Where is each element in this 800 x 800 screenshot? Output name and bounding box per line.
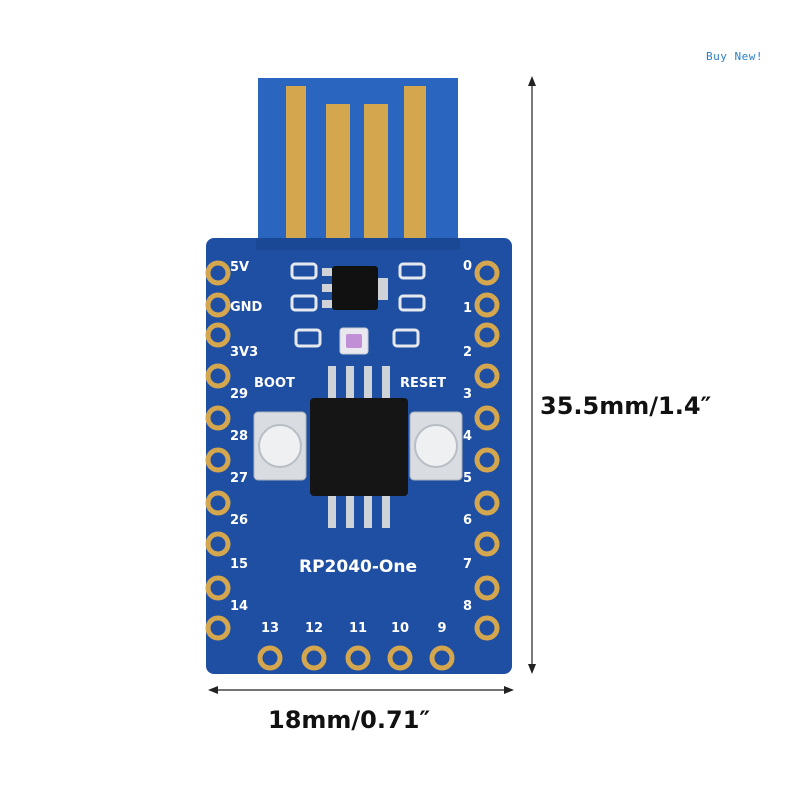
pin-label: 3V3	[230, 345, 258, 360]
pin-label: 26	[230, 513, 248, 528]
usb-contact	[326, 104, 350, 238]
voltage-regulator	[332, 266, 378, 310]
pin-label: 7	[463, 557, 472, 572]
pin-label: 15	[230, 557, 248, 572]
pin-label: 5	[463, 471, 472, 486]
castellated-pad	[205, 615, 231, 641]
castellated-pad	[429, 645, 455, 671]
flash-chip	[310, 366, 408, 528]
castellated-pad	[205, 363, 231, 389]
pin-label: 5V	[230, 260, 249, 275]
pin-label: 4	[463, 429, 472, 444]
pin-label: 2	[463, 345, 472, 360]
height-dimension-label: 35.5mm/1.4″	[540, 392, 712, 420]
pin-label: 8	[463, 599, 472, 614]
castellated-pad	[474, 531, 500, 557]
width-dimension-label: 18mm/0.71″	[268, 706, 431, 734]
castellated-pad	[474, 490, 500, 516]
castellated-pad	[474, 260, 500, 286]
castellated-pad	[205, 575, 231, 601]
castellated-pad	[205, 322, 231, 348]
reset-label: RESET	[400, 376, 446, 391]
pin-label: 1	[463, 301, 472, 316]
castellated-pad	[474, 447, 500, 473]
castellated-pad	[474, 292, 500, 318]
pin-label: 10	[391, 621, 409, 636]
left-castellated-pads	[205, 260, 231, 641]
pin-label: GND	[230, 300, 263, 315]
buy-new-badge: Buy New!	[706, 50, 763, 63]
pin-label: 3	[463, 387, 472, 402]
castellated-pad	[387, 645, 413, 671]
right-castellated-pads	[474, 260, 500, 641]
castellated-pad	[345, 645, 371, 671]
castellated-pad	[257, 645, 283, 671]
height-dimension-line	[528, 76, 536, 674]
usb-contact	[364, 104, 388, 238]
board-model-label: RP2040-One	[299, 557, 417, 577]
smd-resistor	[294, 328, 322, 348]
castellated-pad	[301, 645, 327, 671]
castellated-pad	[205, 447, 231, 473]
castellated-pad	[474, 615, 500, 641]
pin-label: 27	[230, 471, 248, 486]
bottom-castellated-pads	[257, 645, 455, 671]
castellated-pad	[205, 260, 231, 286]
castellated-pad	[205, 531, 231, 557]
pin-label: 14	[230, 599, 248, 614]
castellated-pad	[474, 363, 500, 389]
smd-capacitor	[398, 262, 426, 280]
castellated-pad	[474, 405, 500, 431]
smd-capacitor	[290, 262, 318, 280]
pin-label: 13	[261, 621, 279, 636]
smd-capacitor	[290, 294, 318, 312]
usb-contact	[404, 86, 426, 238]
castellated-pad	[474, 575, 500, 601]
castellated-pad	[474, 322, 500, 348]
pin-label: 29	[230, 387, 248, 402]
castellated-pad	[205, 292, 231, 318]
castellated-pad	[205, 490, 231, 516]
pin-label: 11	[349, 621, 367, 636]
boot-label: BOOT	[254, 376, 295, 391]
smd-resistor	[392, 328, 420, 348]
usb-contact	[286, 86, 306, 238]
pin-label: 6	[463, 513, 472, 528]
pin-label: 9	[437, 621, 446, 636]
castellated-pad	[205, 405, 231, 431]
pin-label: 28	[230, 429, 248, 444]
pin-label: 12	[305, 621, 323, 636]
smd-capacitor	[398, 294, 426, 312]
pin-label: 0	[463, 259, 472, 274]
width-dimension-line	[208, 686, 514, 694]
